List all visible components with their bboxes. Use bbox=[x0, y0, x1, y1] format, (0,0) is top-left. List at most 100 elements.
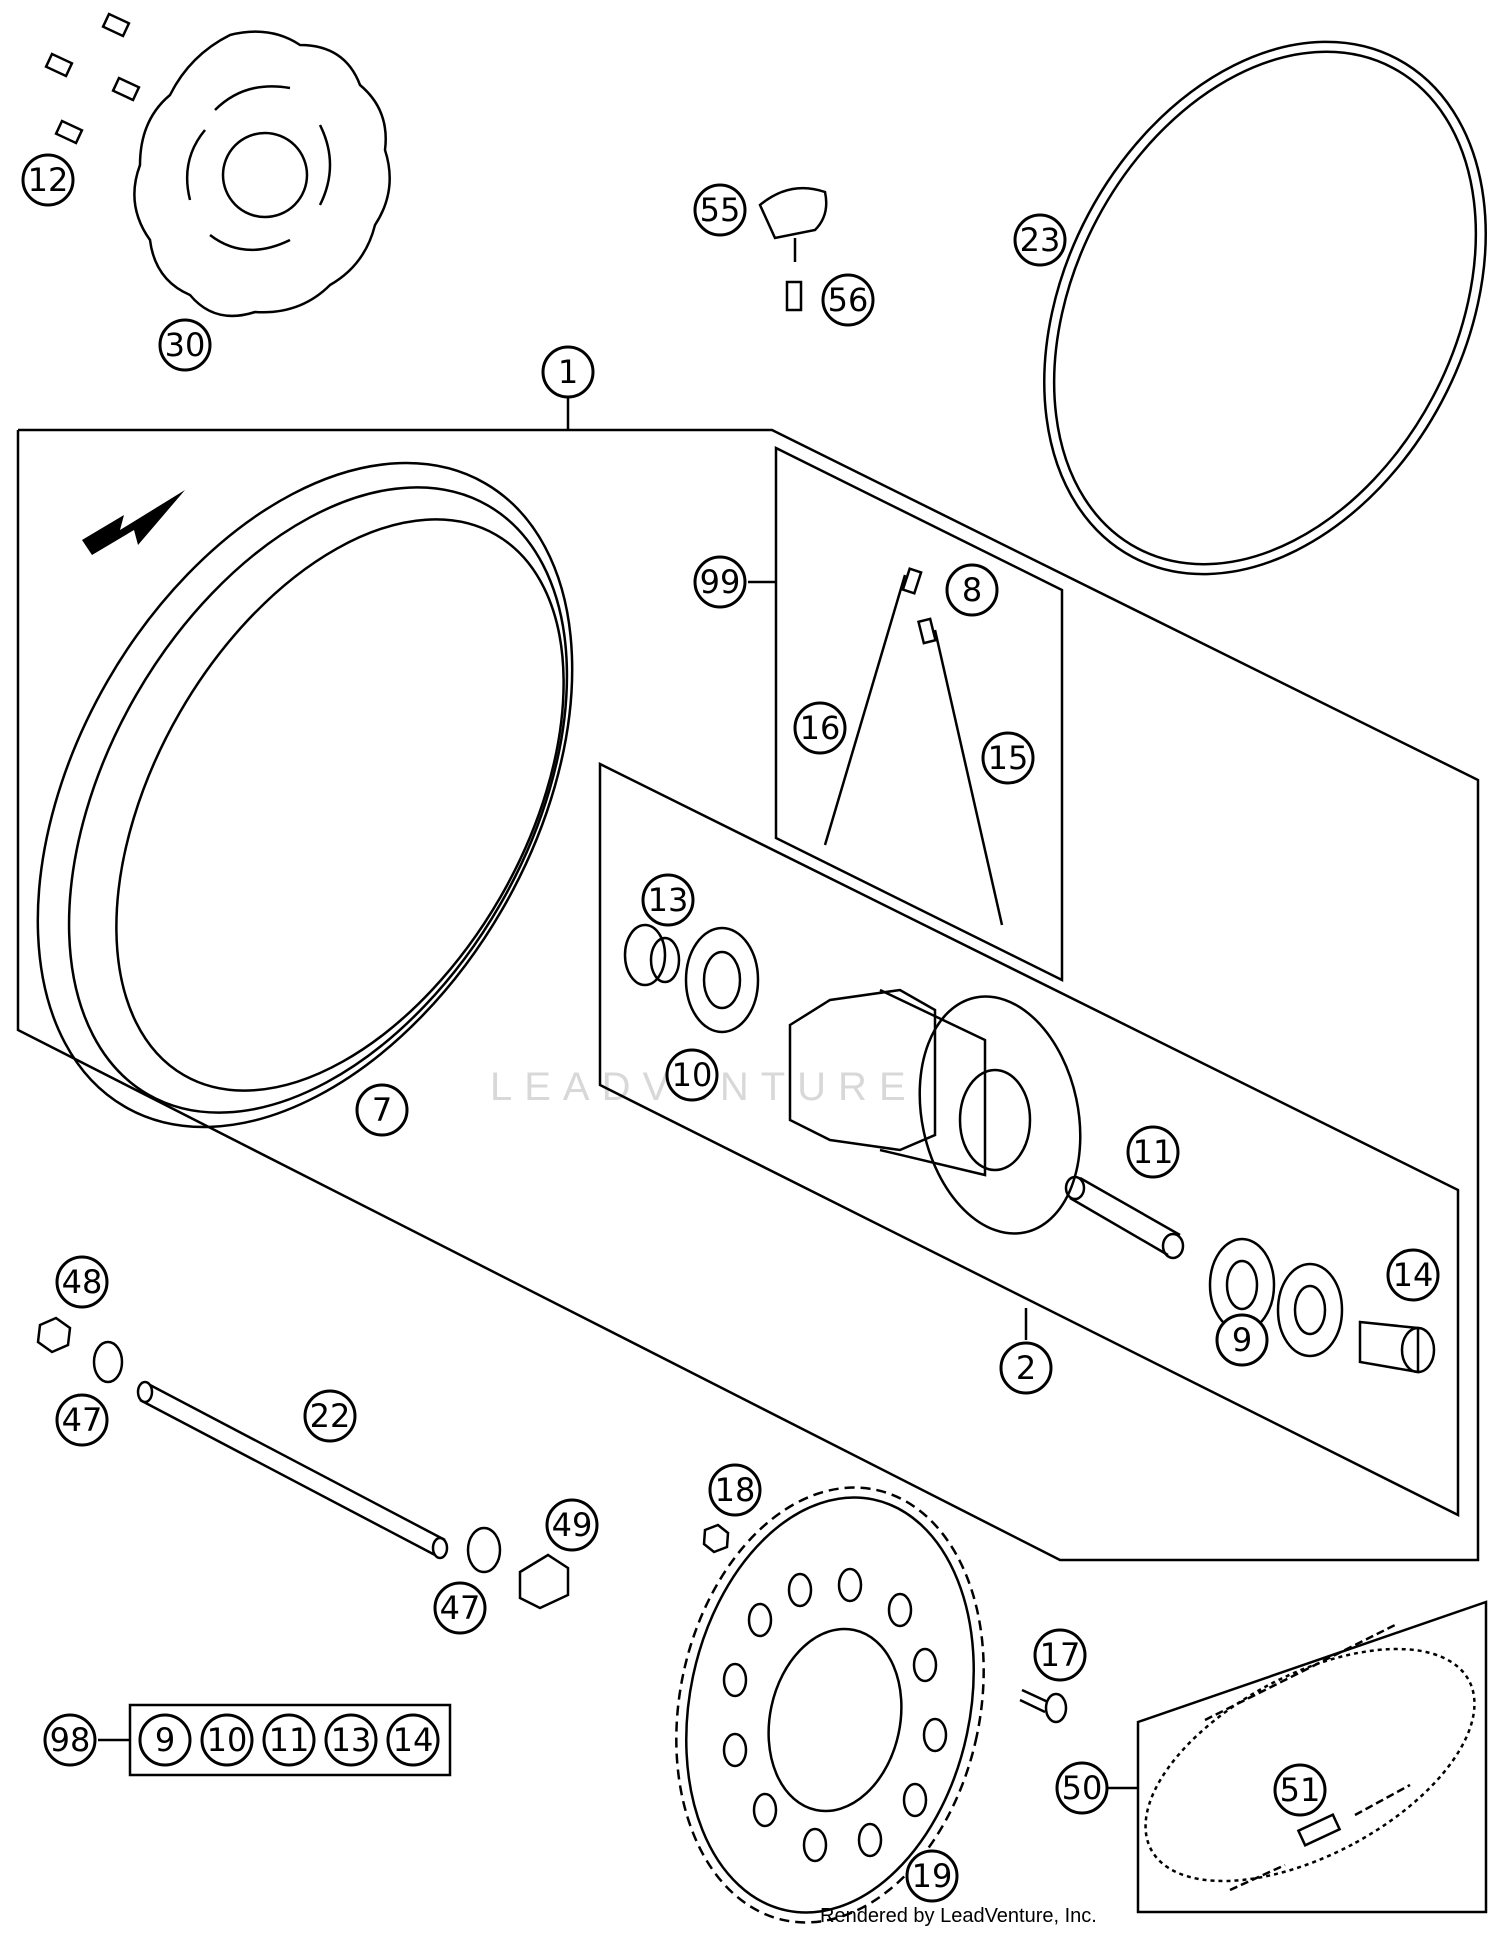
callout-circle bbox=[1386, 1248, 1440, 1302]
brake-disc-part bbox=[133, 30, 391, 318]
kit-item-label: 11 bbox=[269, 1721, 310, 1759]
callout-label: 55 bbox=[700, 191, 741, 229]
callout-19: 19 bbox=[905, 1849, 959, 1903]
kit-item-label: 13 bbox=[331, 1721, 372, 1759]
spacer-14-part bbox=[1358, 1320, 1436, 1374]
callout-9: 9 bbox=[1215, 1313, 1269, 1367]
callout-circle bbox=[693, 183, 747, 237]
bearing-13-part bbox=[623, 923, 681, 987]
kit-98-item: 10 bbox=[200, 1713, 254, 1767]
callout-circle bbox=[981, 731, 1035, 785]
sprocket-bolt-part bbox=[1019, 1688, 1068, 1724]
callout-18: 18 bbox=[708, 1463, 762, 1517]
callout-circle bbox=[793, 701, 847, 755]
sprocket-part bbox=[675, 1486, 985, 1924]
callout-label: 2 bbox=[1016, 1349, 1036, 1387]
callout-circle bbox=[821, 273, 875, 327]
callout-11: 11 bbox=[1126, 1125, 1180, 1179]
callout-label: 19 bbox=[912, 1857, 953, 1895]
callout-16: 16 bbox=[793, 701, 847, 755]
axle-part bbox=[136, 1380, 449, 1560]
callout-label: 16 bbox=[800, 709, 841, 747]
kit-item-label: 9 bbox=[155, 1721, 175, 1759]
callout-56: 56 bbox=[821, 273, 875, 327]
callout-98: 98 bbox=[43, 1713, 97, 1767]
callout-circle bbox=[21, 153, 75, 207]
callout-label: 98 bbox=[50, 1721, 91, 1759]
credit-text: Rendered by LeadVenture, Inc. bbox=[820, 1905, 1097, 1927]
spacer-11-part bbox=[1064, 1175, 1185, 1260]
callout-label: 14 bbox=[1393, 1256, 1434, 1294]
callout-22: 22 bbox=[303, 1389, 357, 1443]
callout-circle bbox=[999, 1341, 1053, 1395]
callout-label: 50 bbox=[1062, 1769, 1103, 1807]
callout-circle bbox=[708, 1463, 762, 1517]
callout-10: 10 bbox=[665, 1048, 719, 1102]
kit-item-label: 10 bbox=[207, 1721, 248, 1759]
callout-47a: 47 bbox=[55, 1393, 109, 1447]
kit-98-item: 13 bbox=[324, 1713, 378, 1767]
callout-15: 15 bbox=[981, 731, 1035, 785]
kit-98-item: 14 bbox=[386, 1713, 440, 1767]
callout-label: 30 bbox=[165, 326, 206, 364]
callout-label: 1 bbox=[558, 353, 578, 391]
kit-98-item: 9 bbox=[138, 1713, 192, 1767]
spokes-part bbox=[823, 567, 1004, 926]
washer-47a-part bbox=[92, 1340, 124, 1384]
callout-label: 13 bbox=[648, 881, 689, 919]
callout-circle bbox=[1013, 213, 1067, 267]
callout-label: 49 bbox=[552, 1506, 593, 1544]
callout-12: 12 bbox=[21, 153, 75, 207]
callout-17: 17 bbox=[1033, 1628, 1087, 1682]
callout-48: 48 bbox=[55, 1255, 109, 1309]
callout-circle bbox=[693, 555, 747, 609]
callout-label: 11 bbox=[1133, 1133, 1174, 1171]
nut-48-part bbox=[36, 1316, 72, 1354]
callout-label: 18 bbox=[715, 1471, 756, 1509]
callout-14: 14 bbox=[1386, 1248, 1440, 1302]
rim-part bbox=[36, 461, 574, 1129]
callout-label: 9 bbox=[1232, 1321, 1252, 1359]
callout-circle bbox=[545, 1498, 599, 1552]
valve-part bbox=[758, 186, 828, 312]
callout-circle bbox=[1215, 1313, 1269, 1367]
hub-part bbox=[788, 988, 1082, 1235]
rim-tape-part bbox=[1043, 40, 1487, 576]
callout-circle bbox=[905, 1849, 959, 1903]
callout-50: 50 bbox=[1055, 1761, 1109, 1815]
kit-item-circle bbox=[386, 1713, 440, 1767]
callout-label: 47 bbox=[440, 1589, 481, 1627]
nut-49-part bbox=[518, 1553, 570, 1610]
callout-label: 7 bbox=[372, 1091, 392, 1129]
callout-circle bbox=[43, 1713, 97, 1767]
callout-circle bbox=[55, 1393, 109, 1447]
callout-circle bbox=[641, 873, 695, 927]
kit-item-label: 14 bbox=[393, 1721, 434, 1759]
callout-label: 8 bbox=[962, 571, 982, 609]
callout-51: 51 bbox=[1273, 1763, 1327, 1817]
callout-circle bbox=[1055, 1761, 1109, 1815]
chain-part bbox=[1144, 1623, 1476, 1892]
callout-49: 49 bbox=[545, 1498, 599, 1552]
callout-circle bbox=[355, 1083, 409, 1137]
callout-circle bbox=[541, 345, 595, 399]
callout-label: 17 bbox=[1040, 1636, 1081, 1674]
callout-label: 22 bbox=[310, 1397, 351, 1435]
callout-label: 12 bbox=[28, 161, 69, 199]
callout-label: 23 bbox=[1020, 221, 1061, 259]
bearing-10-part bbox=[684, 926, 760, 1034]
callout-layer: 1278910111213141516171819222330474748495… bbox=[21, 153, 1440, 1903]
kit-item-circle bbox=[324, 1713, 378, 1767]
wheel-assembly-outline bbox=[16, 428, 1480, 1562]
callout-label: 99 bbox=[700, 563, 741, 601]
callout-label: 47 bbox=[62, 1401, 103, 1439]
nut-18-part bbox=[702, 1523, 730, 1554]
callout-circle bbox=[1033, 1628, 1087, 1682]
washer-47b-part bbox=[466, 1526, 502, 1574]
hub-box bbox=[598, 761, 1460, 1518]
callout-circle bbox=[1126, 1125, 1180, 1179]
callout-label: 56 bbox=[828, 281, 869, 319]
callout-circle bbox=[55, 1255, 109, 1309]
rotation-direction-arrow-icon bbox=[82, 490, 185, 555]
